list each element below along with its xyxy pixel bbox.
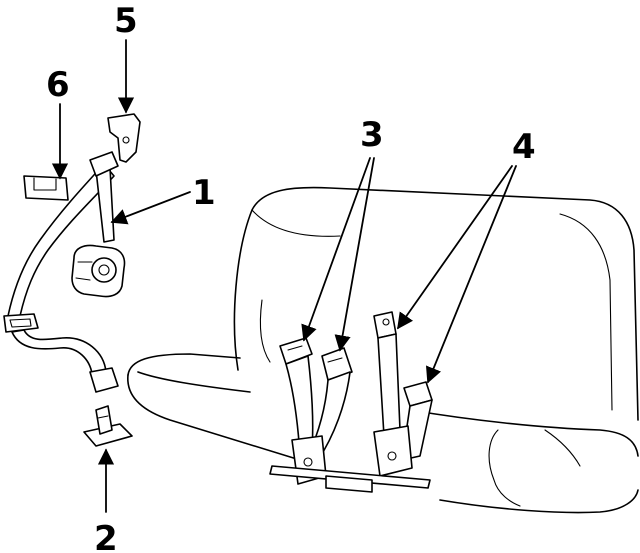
buckle-mounting-rod: [269, 465, 431, 493]
trim-clip: [23, 175, 69, 201]
callout-3: 3: [360, 115, 384, 155]
center-buckle-assembly-left: [279, 337, 353, 485]
callout-1: 1: [192, 173, 216, 213]
callout-4: 4: [512, 127, 536, 167]
outer-buckle-assembly-right: [373, 311, 433, 477]
callout-leaders: [51, 39, 517, 513]
rear-bench-seat: [127, 186, 639, 514]
callout-2: 2: [94, 519, 118, 553]
callout-5: 5: [114, 1, 138, 41]
floor-anchor-bracket: [83, 405, 133, 447]
retractor-belt-assembly: [3, 151, 126, 393]
callout-6: 6: [46, 65, 70, 105]
upper-anchor-bracket: [107, 113, 141, 163]
